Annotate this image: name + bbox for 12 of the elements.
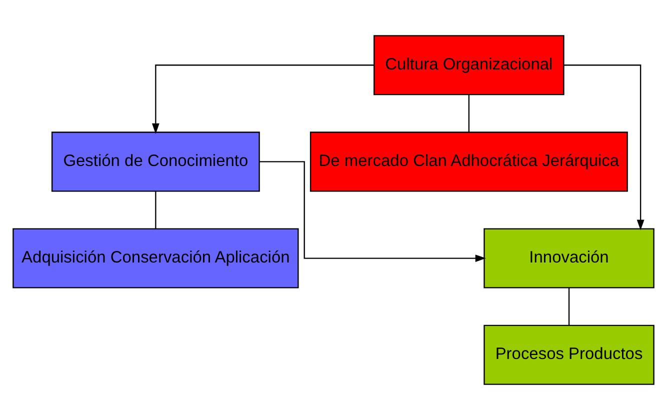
node-box: De mercado Clan Adhocrática Jerárquica	[310, 131, 628, 192]
node-box: Cultura Organizacional	[374, 34, 564, 95]
node-box: Innovación	[484, 228, 654, 288]
connector	[468, 94, 470, 132]
node-box: Procesos Productos	[484, 324, 654, 384]
connector	[568, 287, 570, 325]
arrow	[152, 64, 374, 134]
connector	[155, 190, 156, 228]
node-box: Adquisición Conservación Aplicación	[12, 228, 299, 288]
node-box: Gestión de Conocimiento	[51, 131, 260, 192]
arrow	[564, 64, 644, 230]
arrow	[259, 160, 486, 262]
